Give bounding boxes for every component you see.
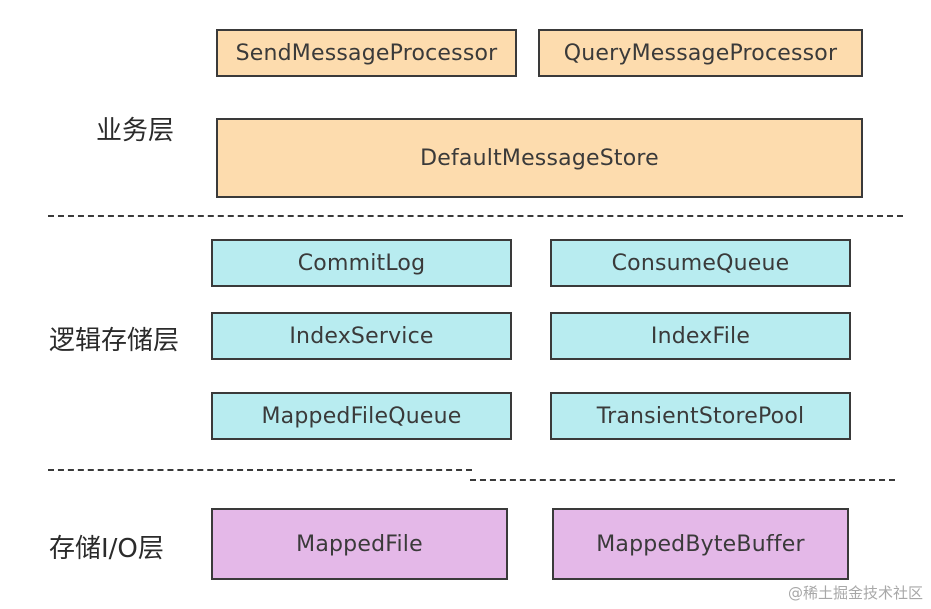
box-query-message-processor: QueryMessageProcessor bbox=[538, 29, 863, 77]
layer-divider-2-right bbox=[470, 479, 895, 481]
layer-label-business: 业务层 bbox=[96, 116, 175, 146]
layer-divider-2-left bbox=[48, 469, 472, 471]
layer-divider-1 bbox=[48, 215, 903, 217]
layer-label-storage-io: 存储I/O层 bbox=[49, 534, 164, 564]
box-index-service: IndexService bbox=[211, 312, 512, 360]
box-commit-log: CommitLog bbox=[211, 239, 512, 287]
box-mapped-file-queue: MappedFileQueue bbox=[211, 392, 512, 440]
box-mapped-byte-buffer: MappedByteBuffer bbox=[552, 508, 849, 580]
box-consume-queue: ConsumeQueue bbox=[550, 239, 851, 287]
layer-label-logical-storage: 逻辑存储层 bbox=[49, 326, 180, 356]
box-send-message-processor: SendMessageProcessor bbox=[216, 29, 517, 77]
box-mapped-file: MappedFile bbox=[211, 508, 508, 580]
watermark: @稀土掘金技术社区 bbox=[787, 584, 923, 602]
box-transient-store-pool: TransientStorePool bbox=[550, 392, 851, 440]
box-index-file: IndexFile bbox=[550, 312, 851, 360]
box-default-message-store: DefaultMessageStore bbox=[216, 118, 863, 198]
